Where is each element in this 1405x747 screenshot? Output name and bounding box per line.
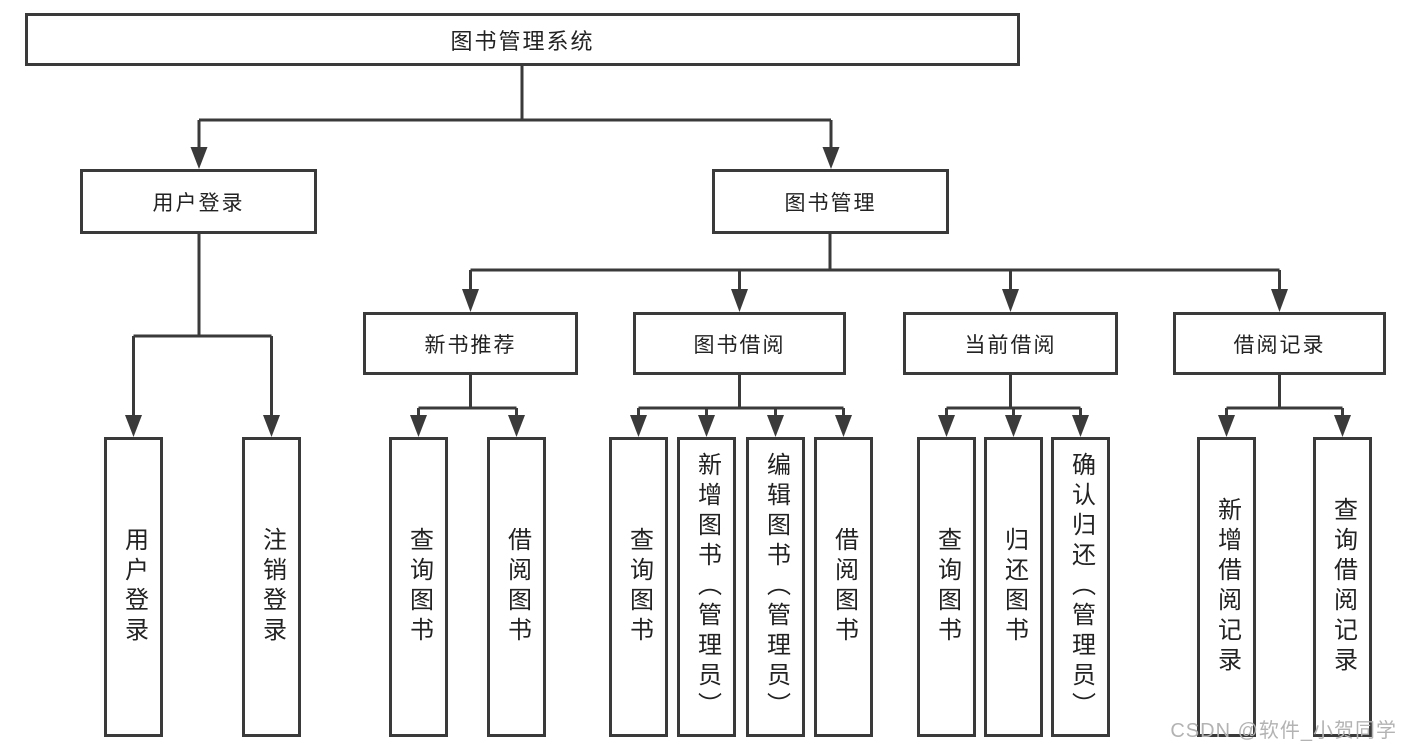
node-user-login: 用户登录 (80, 169, 317, 234)
leaf-query-books-borrowing: 查询图书 (609, 437, 668, 737)
leaf-user-login: 用户登录 (104, 437, 163, 737)
node-book-borrowing: 图书借阅 (633, 312, 846, 375)
leaf-query-books-current: 查询图书 (917, 437, 976, 737)
leaf-add-book-admin: 新增图书（管理员） (677, 437, 736, 737)
leaf-logout: 注销登录 (242, 437, 301, 737)
node-borrowing-records: 借阅记录 (1173, 312, 1386, 375)
node-book-management: 图书管理 (712, 169, 949, 234)
leaf-add-borrow-record: 新增借阅记录 (1197, 437, 1256, 737)
csdn-watermark: CSDN @软件_小贺同学 (1170, 720, 1397, 742)
node-new-book-recommend: 新书推荐 (363, 312, 578, 375)
leaf-query-books-recommend: 查询图书 (389, 437, 448, 737)
leaf-query-borrow-record: 查询借阅记录 (1313, 437, 1372, 737)
leaf-borrow-books-borrowing: 借阅图书 (814, 437, 873, 737)
leaf-edit-book-admin: 编辑图书（管理员） (746, 437, 805, 737)
node-current-borrowing: 当前借阅 (903, 312, 1118, 375)
leaf-borrow-books-recommend: 借阅图书 (487, 437, 546, 737)
node-library-management-system: 图书管理系统 (25, 13, 1020, 66)
leaf-return-book: 归还图书 (984, 437, 1043, 737)
leaf-confirm-return-admin: 确认归还（管理员） (1051, 437, 1110, 737)
